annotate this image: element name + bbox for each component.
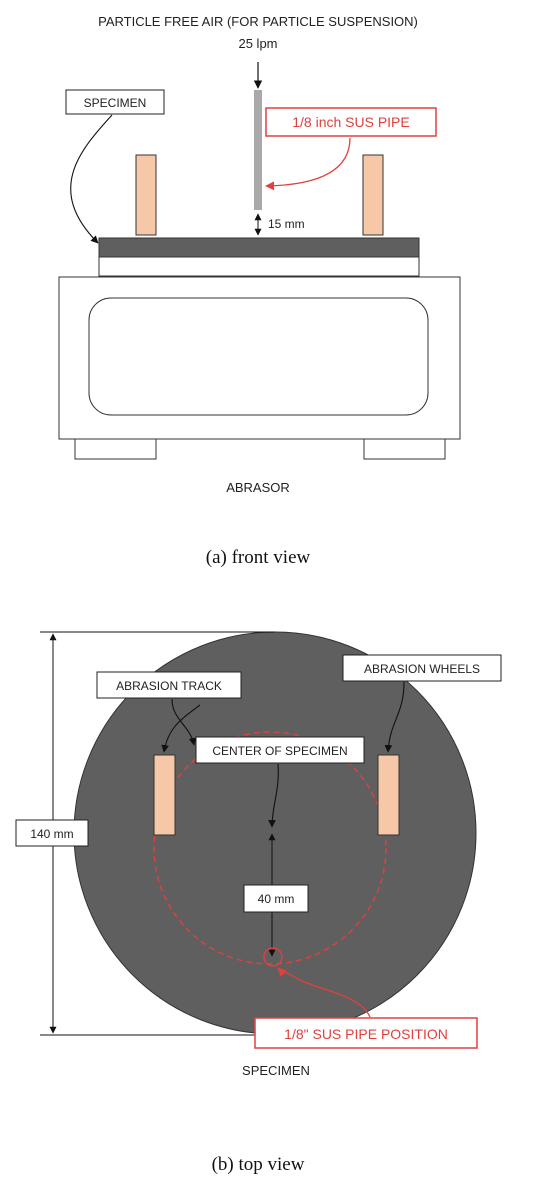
center-label: CENTER OF SPECIMEN [212,744,347,758]
gap-label: 15 mm [268,217,305,231]
pipe-label: 1/8 inch SUS PIPE [292,114,410,130]
top-specimen-label: SPECIMEN [242,1063,310,1078]
specimen-pointer [70,114,113,244]
radius-label: 40 mm [258,892,295,906]
abrasion-wheel-left-pointer [161,704,201,753]
abrasor-window [88,297,429,416]
pipe-pointer [265,137,351,191]
diameter-label: 140 mm [30,827,73,841]
abrasor-foot-left [74,438,157,460]
center-pointer [268,763,279,828]
specimen-label-box [65,89,165,115]
pipe-position-label-box [254,1017,478,1049]
sus-pipe [254,90,262,210]
abrasion-wheels-label-box [342,654,502,682]
center-label-box [195,736,365,764]
specimen-holder [98,256,420,277]
specimen-label: SPECIMEN [84,96,147,110]
abrasion-wheels-label: ABRASION WHEELS [364,662,480,676]
specimen-plate [98,237,420,258]
diameter-label-box [15,819,89,847]
pipe-label-box [265,107,437,137]
caption-top-view: (b) top view [212,1154,305,1175]
abrasion-wheels-pointer [384,681,405,753]
abrasion-track-pointer [171,698,197,746]
abrasion-track-label: ABRASION TRACK [116,679,222,693]
top-view: 140 mm ABRASION TRACK ABRASION WHEELS CE… [15,631,502,1175]
wheel-left [135,154,157,236]
abrasion-track [153,731,387,965]
pipe-position-label: 1/8" SUS PIPE POSITION [284,1026,448,1042]
abrasion-track-label-box [96,671,242,699]
abrasor-label: ABRASOR [226,480,290,495]
top-wheel-left [153,754,176,836]
front-view: PARTICLE FREE AIR (FOR PARTICLE SUSPENSI… [58,14,461,568]
wheel-right [362,154,384,236]
air-label: PARTICLE FREE AIR (FOR PARTICLE SUSPENSI… [98,14,418,29]
flow-rate-label: 25 lpm [238,36,277,51]
abrasor-foot-right [363,438,446,460]
radius-label-box [243,884,309,913]
top-wheel-right [377,754,400,836]
pipe-position-pointer [277,967,371,1018]
caption-front-view: (a) front view [206,547,311,568]
pipe-position-marker [263,947,283,967]
